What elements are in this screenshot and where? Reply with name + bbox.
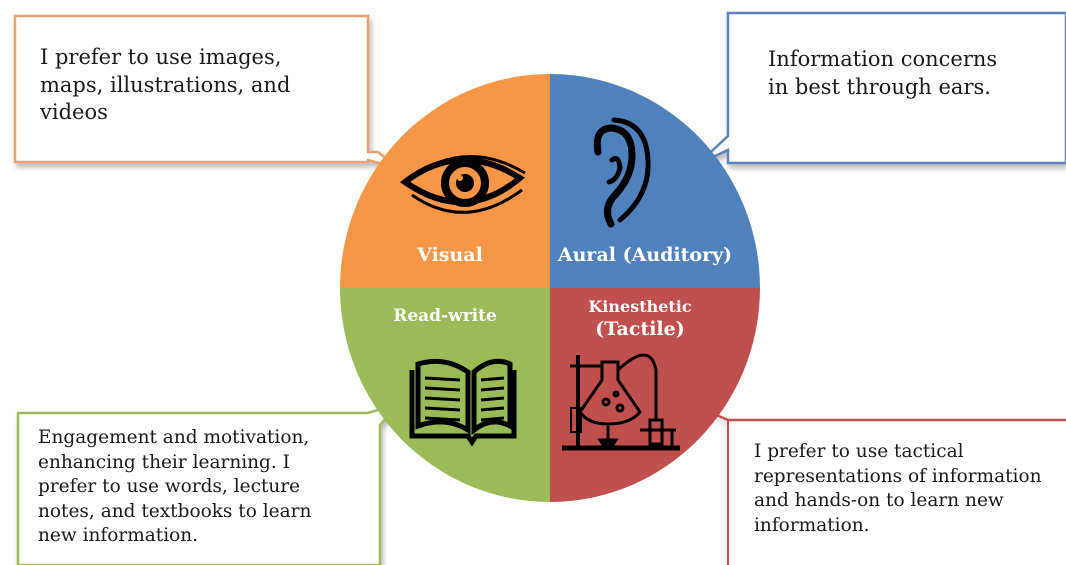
- callout-read-write-text: Engagement and motivation, enhancing the…: [38, 426, 378, 549]
- ear-icon: [593, 117, 651, 228]
- callout-line: I prefer to use tactical: [754, 441, 964, 462]
- callout-line: new information.: [38, 525, 199, 547]
- callout-line: enhancing their learning. I: [38, 451, 290, 473]
- callout-line: prefer to use words, lecture: [38, 476, 301, 498]
- callout-line: in best through ears.: [768, 74, 991, 99]
- callout-aural-box: [697, 11, 1066, 166]
- callout-line: Information concerns: [768, 47, 998, 71]
- quadrant-label-kinesthetic-line1: Kinesthetic: [588, 297, 692, 316]
- callout-line: Engagement and motivation,: [38, 427, 310, 448]
- eye-icon: [399, 155, 526, 214]
- open-book-icon: [409, 358, 517, 447]
- callout-line: videos: [40, 100, 108, 125]
- callout-read-write-box: [16, 401, 402, 565]
- callout-line: information.: [754, 514, 870, 536]
- callout-kinesthetic-text: I prefer to use tactical representations…: [754, 440, 1064, 538]
- callout-visual-text: I prefer to use images, maps, illustrati…: [40, 44, 360, 127]
- callout-line: notes, and textbooks to learn: [38, 500, 312, 522]
- quadrant-label-visual: Visual: [417, 244, 483, 266]
- callout-line: maps, illustrations, and: [40, 72, 291, 97]
- quadrant-label-kinesthetic-line2: (Tactile): [595, 318, 685, 340]
- quadrant-label-kinesthetic: Kinesthetic (Tactile): [575, 297, 705, 340]
- lab-apparatus-icon: [562, 353, 680, 451]
- quadrant-read-write: [340, 288, 550, 502]
- quadrant-label-read-write: Read-write: [393, 306, 497, 326]
- callout-line: and hands-on to learn new: [754, 490, 1004, 512]
- callout-line: I prefer to use images,: [40, 45, 282, 69]
- callout-line: representations of information: [754, 465, 1042, 487]
- callout-aural-text: Information concerns in best through ear…: [768, 46, 1058, 101]
- quadrant-label-aural: Aural (Auditory): [557, 244, 733, 266]
